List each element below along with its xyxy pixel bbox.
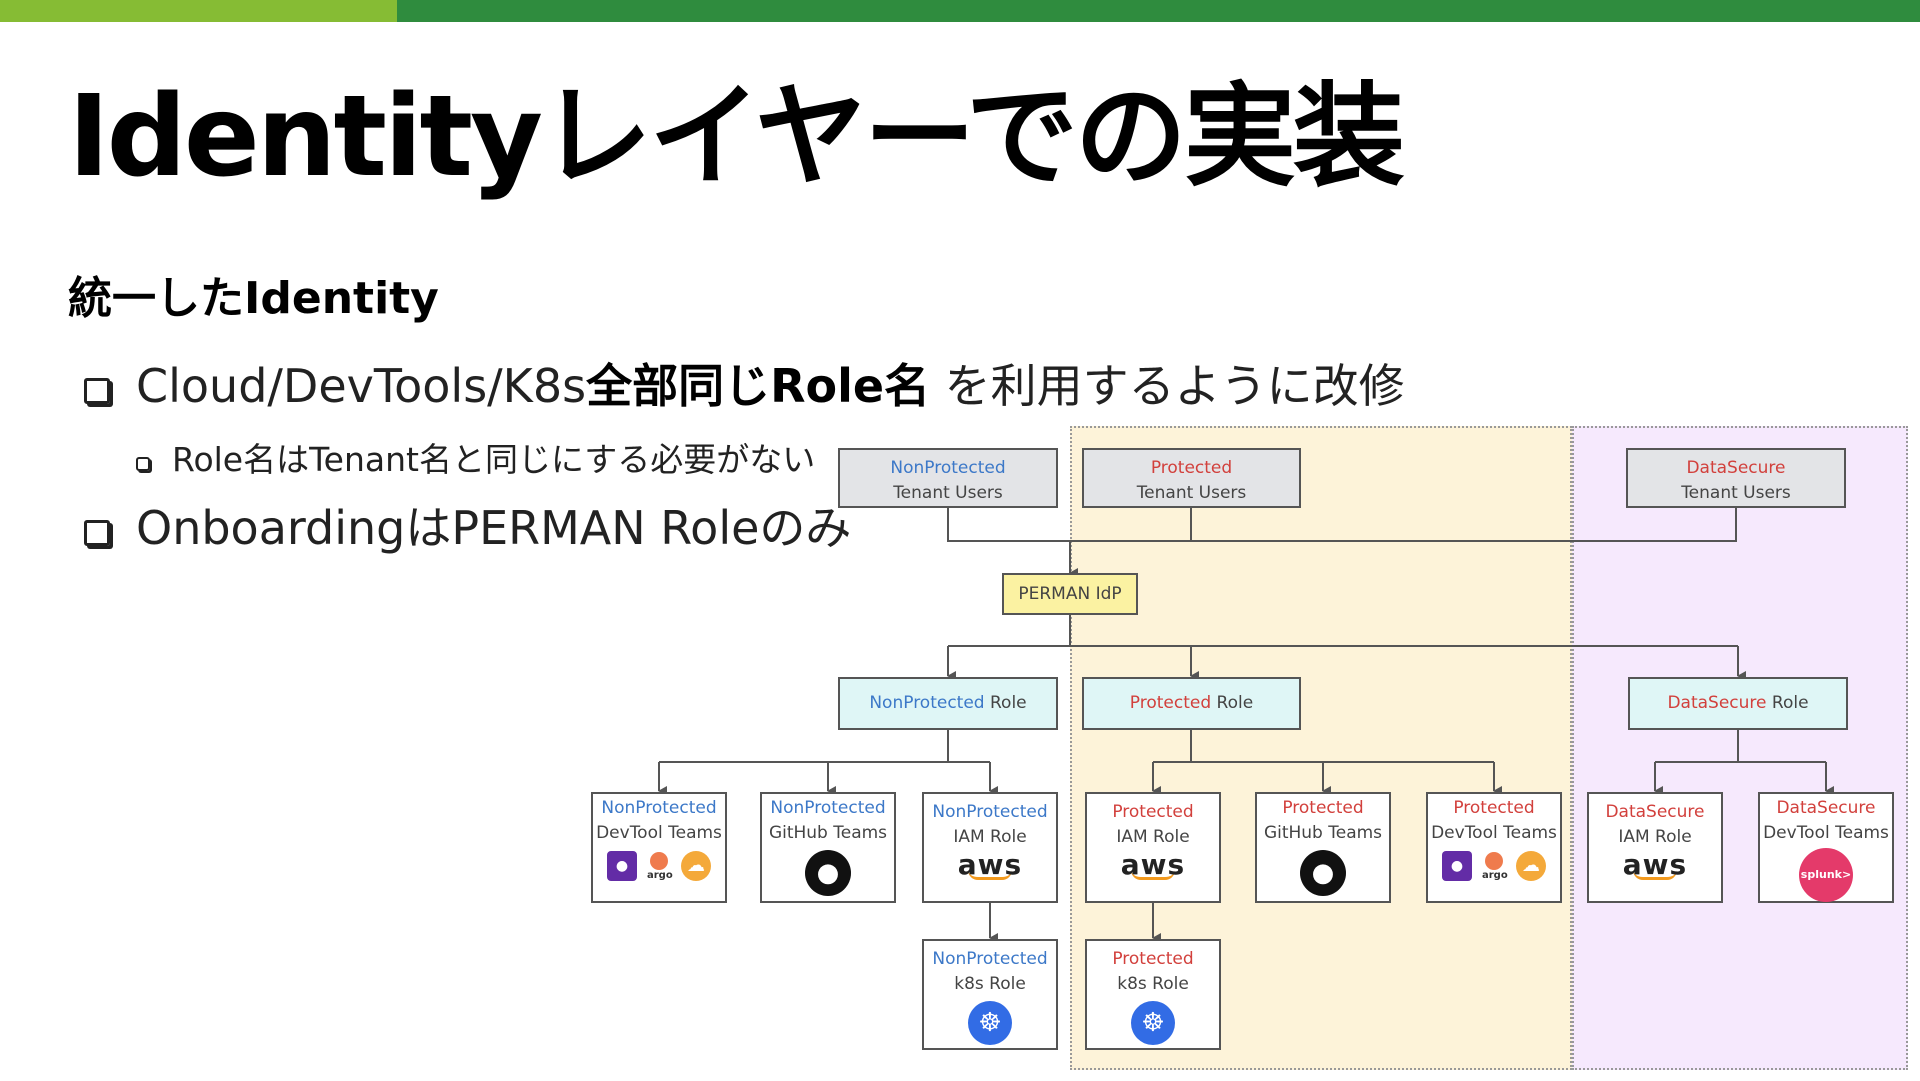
protected-devtool-teams-node: Protected DevTool Teams ● argo ☁ bbox=[1426, 792, 1562, 903]
checkbox-bullet-icon bbox=[84, 520, 110, 546]
node-label-line1: DataSecure bbox=[1686, 458, 1786, 478]
top-accent-light bbox=[0, 0, 397, 22]
node-label-prefix: Protected bbox=[1129, 693, 1212, 713]
node-label-line2: IAM Role bbox=[1618, 827, 1692, 847]
node-label-suffix: Role bbox=[1211, 693, 1254, 713]
bullet-text-suffix: を利用するように改修 bbox=[930, 359, 1405, 413]
node-label-line2: IAM Role bbox=[953, 827, 1027, 847]
node-label-line2: Tenant Users bbox=[893, 483, 1003, 503]
devtool-logos: ● argo ☁ bbox=[593, 850, 725, 882]
node-label-line2: GitHub Teams bbox=[768, 823, 888, 843]
bullet-unified-role-names: Cloud/DevTools/K8s全部同じRole名 を利用するように改修 bbox=[84, 350, 1405, 416]
node-label-line2: DevTool Teams bbox=[596, 823, 722, 843]
perman-idp-node: PERMAN IdP bbox=[1002, 573, 1138, 615]
github-icon: ● bbox=[1300, 850, 1346, 896]
nonprotected-k8s-role-node: NonProtected k8s Role ☸ bbox=[922, 939, 1058, 1050]
connector bbox=[947, 508, 1737, 542]
datasecure-zone bbox=[1572, 426, 1908, 1070]
node-label-line1: NonProtected bbox=[770, 798, 886, 818]
node-label-prefix: NonProtected bbox=[869, 693, 985, 713]
node-label-line1: NonProtected bbox=[601, 798, 717, 818]
bullet-role-name-note: Role名はTenant名と同じにする必要がない bbox=[136, 433, 815, 481]
slide-title: Identityレイヤーでの実装 bbox=[68, 72, 1405, 202]
protected-role-node: Protected Role bbox=[1082, 677, 1301, 730]
argo-logo-text: argo bbox=[647, 870, 673, 881]
devtool-logos: ● argo ☁ bbox=[1428, 850, 1560, 882]
node-label-line1: Protected bbox=[1112, 802, 1194, 822]
node-label-line2: GitHub Teams bbox=[1263, 823, 1383, 843]
aws-icon: aws bbox=[957, 848, 1023, 881]
aws-smile-icon bbox=[968, 870, 1012, 880]
splunk-icon: splunk> bbox=[1799, 848, 1853, 902]
aws-smile-icon bbox=[1131, 870, 1175, 880]
node-label-line2: k8s Role bbox=[954, 974, 1026, 994]
node-label: PERMAN IdP bbox=[1018, 584, 1122, 604]
argo-icon: argo bbox=[647, 850, 673, 882]
node-label-line1: NonProtected bbox=[932, 802, 1048, 822]
aws-icon: aws bbox=[1622, 848, 1688, 881]
nonprotected-iam-role-node: NonProtected IAM Role aws bbox=[922, 792, 1058, 903]
node-label-line2: IAM Role bbox=[1116, 827, 1190, 847]
nonprotected-github-teams-node: NonProtected GitHub Teams ● bbox=[760, 792, 896, 903]
checkbox-bullet-icon bbox=[84, 378, 110, 404]
bullet-text-prefix: Cloud/DevTools/K8s bbox=[136, 359, 587, 413]
bullet-text: Role名はTenant名と同じにする必要がない bbox=[172, 440, 816, 479]
cloudflare-icon: ☁ bbox=[1516, 851, 1546, 881]
datasecure-devtool-teams-node: DataSecure DevTool Teams splunk> bbox=[1758, 792, 1894, 903]
node-label-line1: DataSecure bbox=[1605, 802, 1705, 822]
node-label-line2: Tenant Users bbox=[1136, 483, 1247, 503]
node-label-line1: Protected bbox=[1453, 798, 1535, 818]
checkbox-bullet-icon bbox=[136, 457, 150, 471]
node-label-line2: DevTool Teams bbox=[1431, 823, 1557, 843]
node-label-line1: Protected bbox=[1282, 798, 1364, 818]
datasecure-role-node: DataSecure Role bbox=[1628, 677, 1848, 730]
node-label-suffix: Role bbox=[984, 693, 1027, 713]
protected-tenant-users-node: Protected Tenant Users bbox=[1082, 448, 1301, 508]
node-label-line1: NonProtected bbox=[932, 949, 1048, 969]
cloudflare-icon: ☁ bbox=[681, 851, 711, 881]
nonprotected-role-node: NonProtected Role bbox=[838, 677, 1058, 730]
protected-github-teams-node: Protected GitHub Teams ● bbox=[1255, 792, 1391, 903]
protected-k8s-role-node: Protected k8s Role ☸ bbox=[1085, 939, 1221, 1050]
aws-icon: aws bbox=[1120, 848, 1186, 881]
aws-smile-icon bbox=[1633, 870, 1677, 880]
node-label-suffix: Role bbox=[1766, 693, 1809, 713]
node-label-line2: Tenant Users bbox=[1681, 483, 1791, 503]
bullet-text: OnboardingはPERMAN Roleのみ bbox=[136, 501, 852, 555]
datadog-icon: ● bbox=[1442, 851, 1472, 881]
slide-subtitle: 統一したIdentity bbox=[68, 273, 439, 324]
nonprotected-tenant-users-node: NonProtected Tenant Users bbox=[838, 448, 1058, 508]
datasecure-tenant-users-node: DataSecure Tenant Users bbox=[1626, 448, 1846, 508]
node-label-line1: Protected bbox=[1150, 458, 1233, 478]
node-label-line2: DevTool Teams bbox=[1763, 823, 1889, 843]
kubernetes-icon: ☸ bbox=[1131, 1001, 1175, 1045]
node-label-prefix: DataSecure bbox=[1667, 693, 1767, 713]
node-label-line1: DataSecure bbox=[1776, 798, 1876, 818]
node-label-line2: k8s Role bbox=[1117, 974, 1189, 994]
node-label-line1: Protected bbox=[1112, 949, 1194, 969]
argo-logo-text: argo bbox=[1482, 870, 1508, 881]
protected-iam-role-node: Protected IAM Role aws bbox=[1085, 792, 1221, 903]
node-label-line1: NonProtected bbox=[890, 458, 1006, 478]
argo-icon: argo bbox=[1482, 850, 1508, 882]
datasecure-iam-role-node: DataSecure IAM Role aws bbox=[1587, 792, 1723, 903]
bullet-onboarding: OnboardingはPERMAN Roleのみ bbox=[84, 492, 851, 558]
nonprotected-devtool-teams-node: NonProtected DevTool Teams ● argo ☁ bbox=[591, 792, 727, 903]
github-icon: ● bbox=[805, 850, 851, 896]
datadog-icon: ● bbox=[607, 851, 637, 881]
top-accent-bar bbox=[0, 0, 1920, 22]
bullet-text-strong: 全部同じRole名 bbox=[586, 359, 931, 413]
kubernetes-icon: ☸ bbox=[968, 1001, 1012, 1045]
top-accent-dark bbox=[397, 0, 1920, 22]
